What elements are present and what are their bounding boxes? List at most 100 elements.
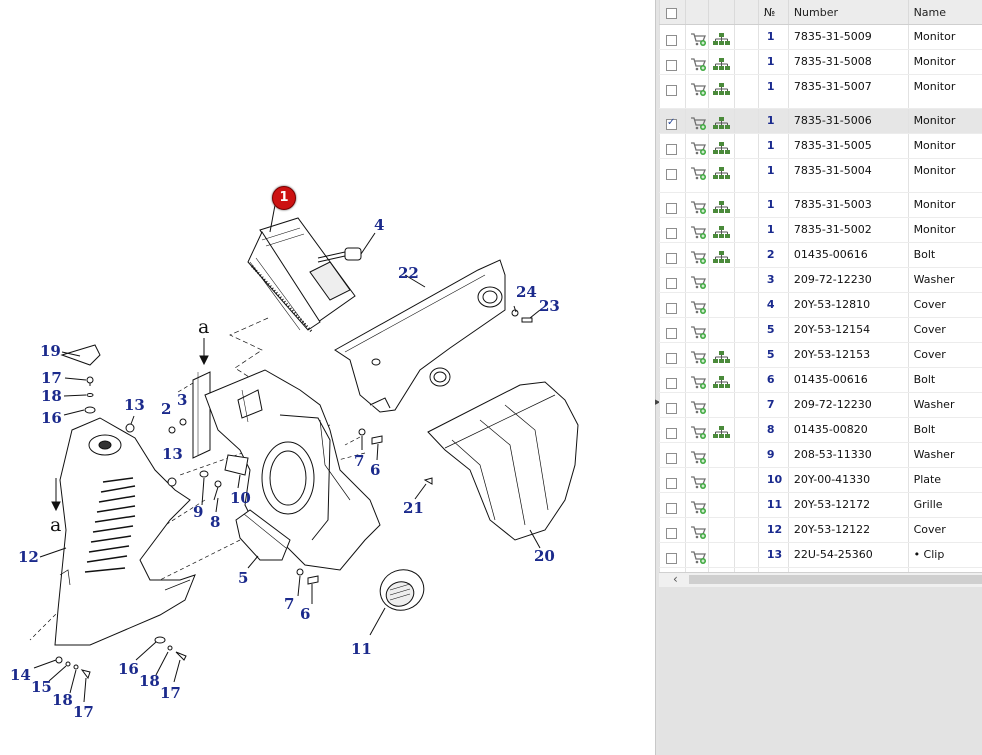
cart-add-icon[interactable] [690, 82, 706, 99]
callout-7[interactable]: 7 [284, 595, 295, 613]
callout-15[interactable]: 15 [31, 678, 52, 696]
callout-16[interactable]: 16 [41, 409, 62, 427]
row-checkbox[interactable] [666, 528, 677, 539]
cart-add-icon[interactable] [690, 325, 706, 342]
cart-add-icon[interactable] [690, 525, 706, 542]
callout-10[interactable]: 10 [230, 489, 251, 507]
callout-6[interactable]: 6 [370, 461, 381, 479]
row-checkbox[interactable] [666, 303, 677, 314]
hierarchy-tree-icon[interactable] [712, 426, 730, 442]
hierarchy-tree-icon[interactable] [712, 251, 730, 267]
row-checkbox[interactable] [666, 85, 677, 96]
panel-splitter[interactable] [655, 0, 660, 755]
cart-add-icon[interactable] [690, 116, 706, 133]
row-checkbox[interactable] [666, 328, 677, 339]
callout-18[interactable]: 18 [52, 691, 73, 709]
cart-add-icon[interactable] [690, 400, 706, 417]
hierarchy-tree-icon[interactable] [712, 201, 730, 217]
cart-add-icon[interactable] [690, 250, 706, 267]
callout-22[interactable]: 22 [398, 264, 419, 282]
callout-18[interactable]: 18 [41, 387, 62, 405]
callout-3[interactable]: 3 [177, 391, 188, 409]
header-name[interactable]: Name [907, 0, 982, 25]
hierarchy-tree-icon[interactable] [712, 33, 730, 49]
hierarchy-tree-icon[interactable] [712, 226, 730, 242]
callout-18[interactable]: 18 [139, 672, 160, 690]
cart-add-icon[interactable] [690, 500, 706, 517]
callout-11[interactable]: 11 [351, 640, 372, 658]
callout-23[interactable]: 23 [539, 297, 560, 315]
callout-13[interactable]: 13 [124, 396, 145, 414]
cart-add-icon[interactable] [690, 141, 706, 158]
scrollbar-thumb[interactable] [689, 575, 982, 584]
horizontal-scrollbar[interactable]: ‹ [659, 572, 982, 587]
header-number[interactable]: Number [787, 0, 909, 25]
callout-6[interactable]: 6 [300, 605, 311, 623]
row-checkbox[interactable] [666, 478, 677, 489]
scroll-left-arrow-icon[interactable]: ‹ [673, 572, 678, 586]
header-no[interactable]: № [757, 0, 789, 25]
cart-add-icon[interactable] [690, 275, 706, 292]
callout-7[interactable]: 7 [354, 452, 365, 470]
callout-13[interactable]: 13 [162, 445, 183, 463]
callout-14[interactable]: 14 [10, 666, 31, 684]
hierarchy-tree-icon[interactable] [712, 58, 730, 74]
hierarchy-tree-icon[interactable] [712, 142, 730, 158]
cart-add-icon[interactable] [690, 475, 706, 492]
callout-8[interactable]: 8 [210, 513, 221, 531]
row-checkbox[interactable] [666, 378, 677, 389]
row-checkbox[interactable] [666, 35, 677, 46]
callout-9[interactable]: 9 [193, 503, 204, 521]
callout-5[interactable]: 5 [238, 569, 249, 587]
cart-add-icon[interactable] [690, 57, 706, 74]
callout-24[interactable]: 24 [516, 283, 537, 301]
callout-20[interactable]: 20 [534, 547, 555, 565]
callout-17[interactable]: 17 [73, 703, 94, 721]
select-all-checkbox[interactable] [666, 7, 677, 19]
cart-add-icon[interactable] [690, 166, 706, 183]
row-checkbox[interactable] [666, 553, 677, 564]
row-checkbox[interactable] [666, 278, 677, 289]
row-checkbox[interactable] [666, 253, 677, 264]
row-checkbox[interactable] [666, 403, 677, 414]
monitor-part[interactable] [247, 217, 356, 333]
hierarchy-tree-icon[interactable] [712, 167, 730, 183]
row-checkbox[interactable] [666, 169, 677, 180]
cart-add-icon[interactable] [690, 450, 706, 467]
row-checkbox[interactable] [666, 117, 677, 130]
callout-12[interactable]: 12 [18, 548, 39, 566]
cart-add-icon[interactable] [690, 300, 706, 317]
callout-17[interactable]: 17 [41, 369, 62, 387]
row-checkbox[interactable] [666, 144, 677, 155]
cart-add-icon[interactable] [690, 375, 706, 392]
cart-add-icon[interactable] [690, 550, 706, 567]
row-checkbox[interactable] [666, 428, 677, 439]
callout-4[interactable]: 4 [374, 216, 385, 234]
row-checkbox[interactable] [666, 228, 677, 239]
row-checkbox[interactable] [666, 203, 677, 214]
row-checkbox[interactable] [666, 503, 677, 514]
callout-16[interactable]: 16 [118, 660, 139, 678]
hierarchy-tree-icon[interactable] [712, 351, 730, 367]
callout-19[interactable]: 19 [40, 342, 61, 360]
part-badge[interactable]: 1 [272, 186, 296, 210]
